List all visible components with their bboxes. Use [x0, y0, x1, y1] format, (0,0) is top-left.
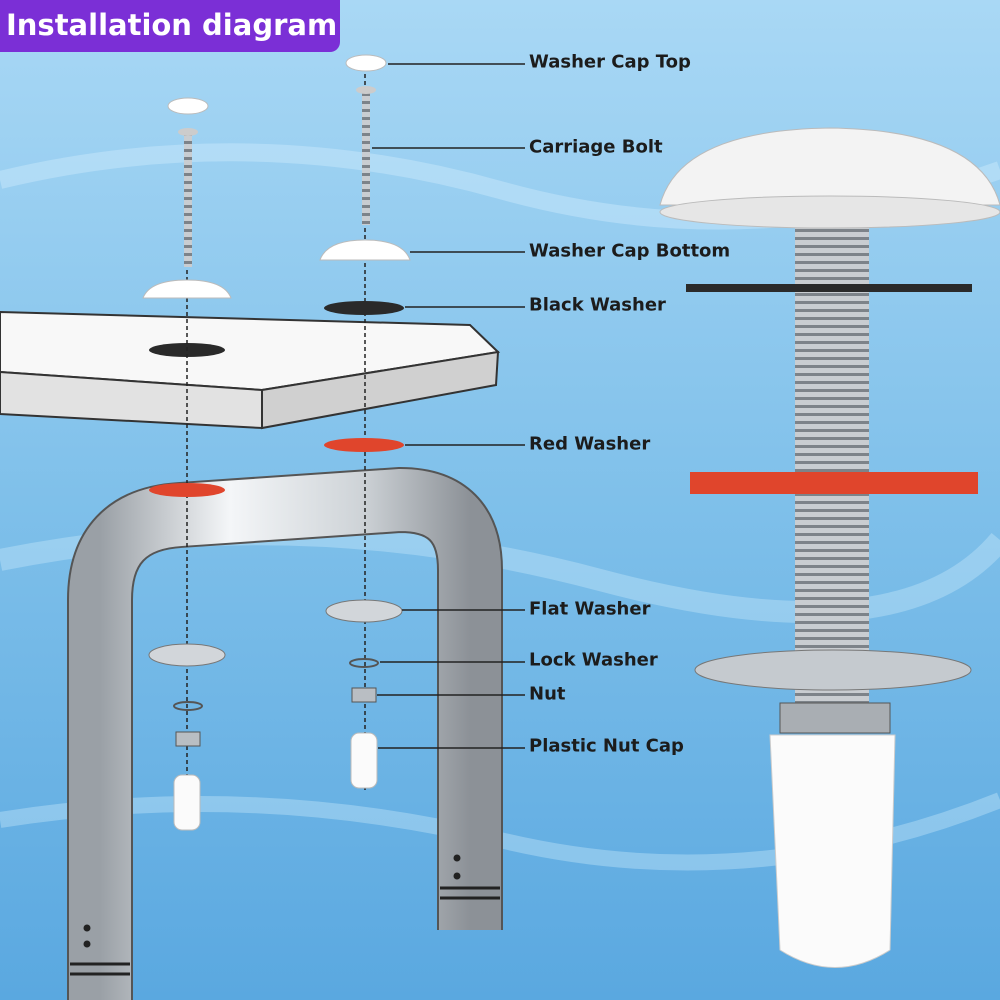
label-red-washer: Red Washer: [529, 433, 651, 455]
toilet-seat-board: [0, 310, 501, 430]
label-nut: Nut: [529, 683, 566, 705]
toilet-pipe-frame: [67, 466, 503, 1000]
label-lock-washer: Lock Washer: [529, 649, 658, 671]
label-washer-cap-top: Washer Cap Top: [529, 51, 691, 73]
label-carriage-bolt: Carriage Bolt: [529, 136, 663, 158]
diagram-title: Installation diagram: [0, 0, 340, 52]
label-flat-washer: Flat Washer: [529, 598, 651, 620]
label-washer-cap-bottom: Washer Cap Bottom: [529, 240, 731, 262]
leader-lines: [372, 63, 525, 749]
label-plastic-nut-cap: Plastic Nut Cap: [529, 735, 684, 757]
right-hardware-stack: [319, 54, 411, 790]
label-black-washer: Black Washer: [529, 294, 666, 316]
large-bolt-closeup: [659, 127, 1000, 968]
left-hardware-stack: [142, 97, 232, 831]
